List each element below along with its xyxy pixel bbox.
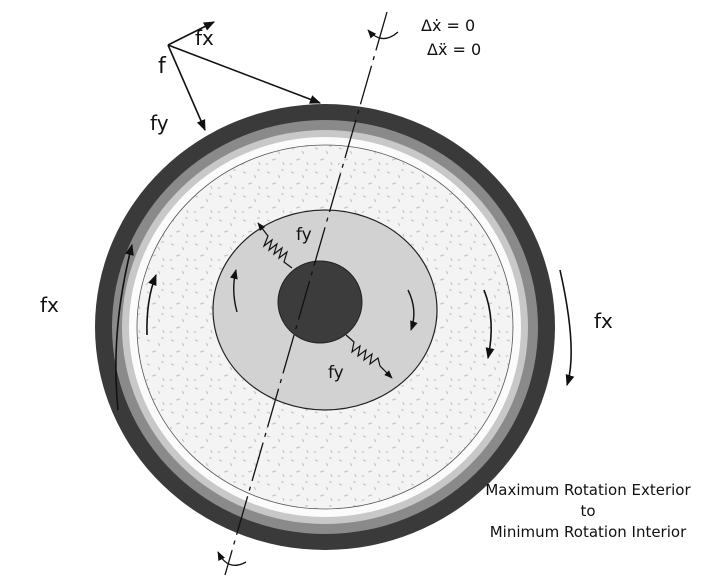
force-fx-arrow [167,21,216,46]
label-fy-spring-lower: fy [328,363,344,383]
inner-right-arrow [407,289,418,331]
label-f: f [158,54,167,79]
outer-right-arrow [559,269,575,387]
label-fx-right: fx [594,309,613,333]
outer-left-arrow [115,243,134,411]
mid-left-arrow [146,273,157,336]
rotation-arrow-bottom [217,551,247,566]
label-fy-top: fy [150,111,169,135]
caption-line-2: to [580,502,596,520]
label-fx-left: fx [40,293,59,317]
rotation-axis [224,11,388,576]
label-fx-top: fx [195,26,214,50]
label-delta-x-dot: Δẋ = 0 [421,16,475,35]
rotation-arrow-top [367,29,399,40]
hub [277,260,363,344]
inner-left-arrow [230,269,238,313]
force-f-arrow [167,44,322,104]
caption-line-1: Maximum Rotation Exterior [485,481,691,499]
spring-lower [345,334,393,379]
caption: Maximum Rotation Exterior to Minimum Rot… [458,480,718,543]
spring-upper [257,222,293,269]
label-fy-spring-upper: fy [296,225,312,245]
mid-right-arrow [483,289,495,360]
force-fy-arrow [167,44,206,132]
caption-line-3: Minimum Rotation Interior [489,523,687,541]
label-delta-x-ddot: Δẍ = 0 [427,40,481,59]
